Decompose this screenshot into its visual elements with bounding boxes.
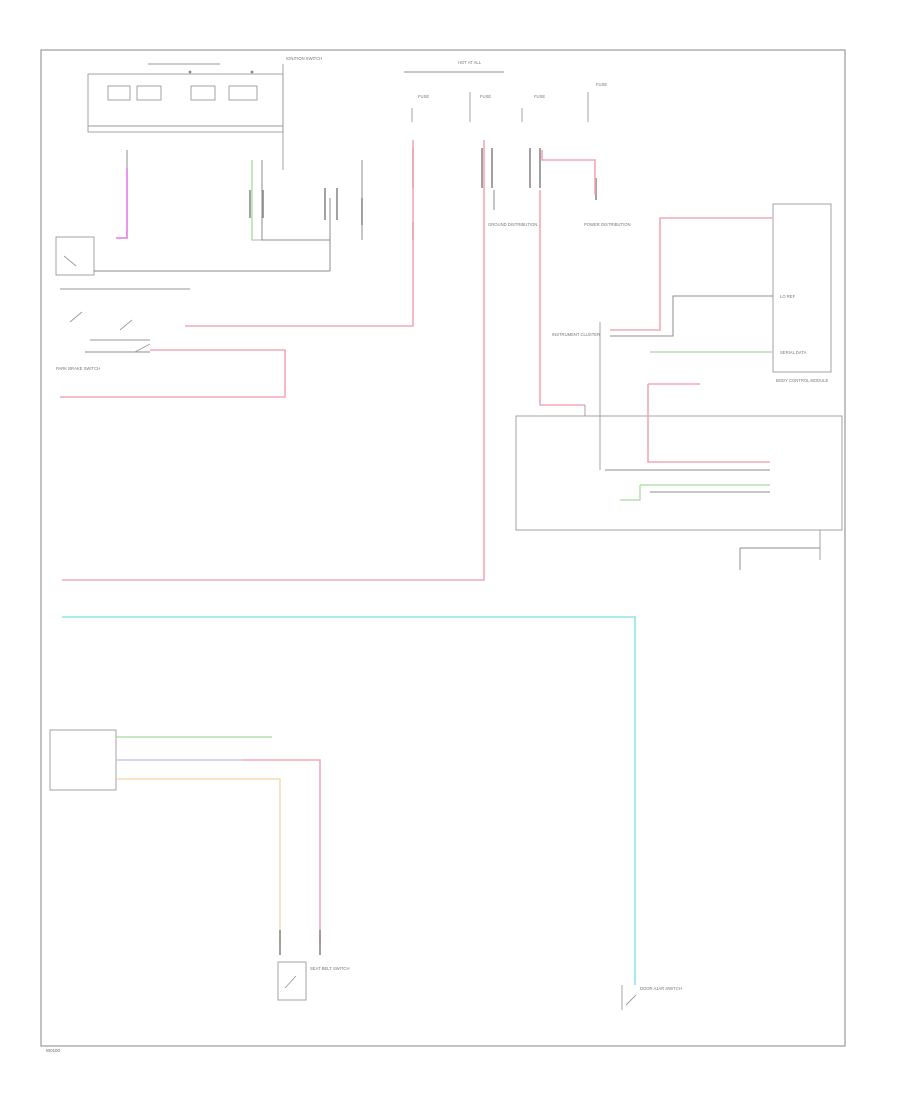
text-labels: HOT AT ALL FUSE FUSE FUSE FUSE IGNITION … [46,56,829,1053]
label-fuse-4: FUSE [596,82,607,87]
module-door-switch [739,530,821,570]
switch-left [55,198,331,276]
switch-park-brake [60,288,190,353]
label-body-control-module: BODY CONTROL MODULE [776,378,829,383]
module-lower-left [49,729,321,945]
label-serial-data: SERIAL DATA [780,350,807,355]
label-power-distribution: POWER DISTRIBUTION [584,222,631,227]
wire-pink-2 [60,349,286,398]
module-top-left [87,63,284,170]
diagram-frame [40,49,846,1047]
label-fuse-1: FUSE [418,94,429,99]
label-door-ajar-switch: DOOR AJAR SWITCH [640,986,682,991]
wire-pink-1 [185,140,414,327]
wire-pink-3 [541,150,596,195]
label-seat-belt-switch: SEAT BELT SWITCH [310,966,349,971]
module-bcm [599,203,832,470]
wire-pink-4 [539,190,585,406]
label-ground-distribution: GROUND DISTRIBUTION [488,222,537,227]
wire-pink-main [62,140,485,581]
wire-magenta [116,168,128,239]
label-hot-at-all: HOT AT ALL [458,60,482,65]
wire-green [251,160,262,241]
label-lo-ref: LO REF [780,294,796,299]
module-instrument-cluster [515,383,843,531]
switch-seat-belt [277,930,321,1001]
page-code: W0100 [46,1048,60,1053]
label-park-brake-switch: PARK BRAKE SWITCH [56,366,100,371]
fuse-bus [404,71,589,122]
switch-door-ajar [621,985,637,1010]
connector-group-top [249,148,597,240]
label-fuse-3: FUSE [534,94,545,99]
label-instrument-cluster: INSTRUMENT CLUSTER [552,332,600,337]
label-fuse-2: FUSE [480,94,491,99]
wire-cyan [62,616,636,985]
label-ignition-switch: IGNITION SWITCH [286,56,322,61]
